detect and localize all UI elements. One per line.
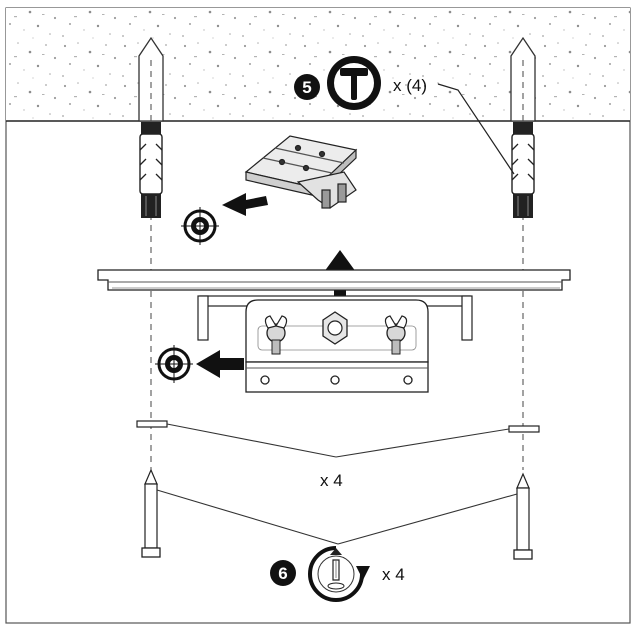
mounting-plate-small (244, 135, 358, 209)
drill-hole-left (138, 36, 164, 122)
leader-line (437, 83, 515, 175)
step-5-callout: 5 x (4) (294, 56, 515, 175)
arrow-remove-left-lower (196, 350, 244, 378)
wing-nut-right (384, 315, 408, 355)
hammer-icon (327, 56, 381, 110)
step-6-count: x 4 (382, 565, 405, 584)
wall-anchor-right (511, 122, 535, 218)
step-5-number: 5 (302, 78, 311, 97)
step-5-badge (294, 74, 320, 100)
wall-anchor-left (139, 122, 163, 218)
step-6-number: 6 (278, 564, 287, 583)
washer-bracket-lines (166, 423, 510, 458)
drill-hole-right (510, 36, 536, 122)
mounting-rail (97, 269, 571, 291)
ceiling-concrete (6, 8, 630, 122)
step-6-badge (270, 560, 296, 586)
washers-count: x 4 (320, 471, 343, 490)
screw-right (513, 472, 533, 560)
screw-left (141, 468, 161, 558)
screwdriver-rotate-icon (308, 546, 370, 602)
center-hex-nut (322, 311, 348, 345)
step-6-callout: 6 x 4 (270, 546, 405, 602)
no-tool-icon-upper (181, 207, 219, 245)
washer-left (136, 420, 168, 428)
wing-nut-left (264, 315, 288, 355)
washer-right (508, 425, 540, 433)
screw-bracket-lines (156, 489, 518, 545)
no-tool-icon-lower (155, 345, 193, 383)
step-5-count: x (4) (393, 76, 427, 95)
arrow-remove-left-upper (222, 193, 268, 216)
